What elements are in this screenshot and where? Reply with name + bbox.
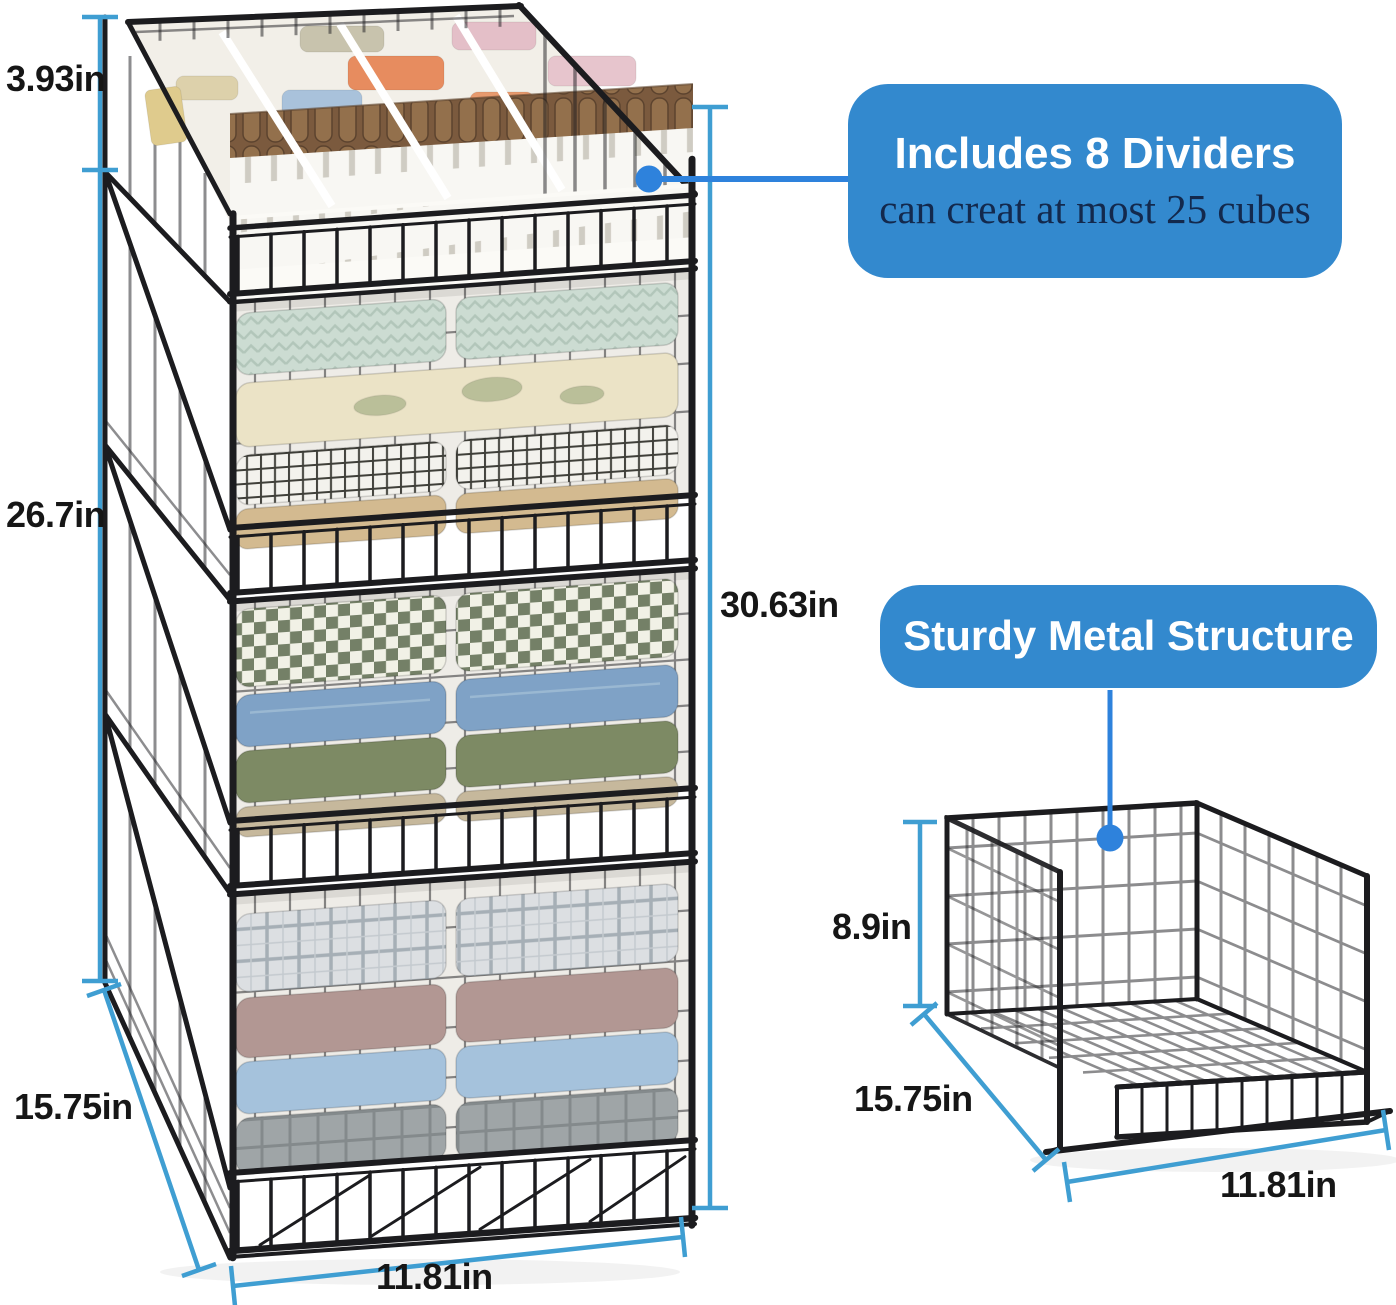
stack-top-basket-height-label: 3.93in	[6, 58, 106, 99]
single-right-wall	[1194, 800, 1370, 1075]
divider-rolls-band	[230, 84, 693, 162]
divider-basket-items	[144, 21, 637, 146]
basket3-front	[227, 563, 698, 897]
metal-callout-title: Sturdy Metal Structure	[903, 612, 1354, 660]
single-left-wall	[944, 814, 1063, 1071]
single-depth-label: 15.75in	[854, 1078, 973, 1119]
stack-side-faces	[102, 14, 233, 1261]
basket1-front	[227, 155, 698, 304]
basket2-side	[102, 169, 233, 603]
measure-width-bottom	[232, 1234, 684, 1289]
stack-total-height-label: 30.63in	[720, 584, 839, 625]
basket3-side	[102, 442, 233, 896]
measure-single-depth	[922, 1012, 1048, 1162]
measure-single-width	[1066, 1127, 1387, 1185]
measure-single	[903, 819, 1392, 1203]
dividers-callout: Includes 8 Dividers can creat at most 25…	[848, 84, 1342, 278]
stack-width-label: 11.81in	[376, 1256, 493, 1297]
basket4-clothes	[235, 883, 679, 1175]
basket3-clothes	[235, 578, 679, 838]
measure-depth-diagonal	[101, 989, 202, 1271]
dividers-callout-subtitle: can creat at most 25 cubes	[879, 185, 1311, 232]
dividers-leader-dot	[635, 165, 663, 193]
measure-stack	[82, 14, 728, 1305]
stack-depth-label: 15.75in	[14, 1086, 133, 1127]
single-basket	[944, 800, 1393, 1155]
metal-callout: Sturdy Metal Structure	[880, 585, 1377, 688]
single-width-label: 11.81in	[1220, 1164, 1337, 1205]
dividers-callout-title: Includes 8 Dividers	[894, 129, 1296, 179]
basket4-side	[102, 711, 233, 1261]
callout-leaders	[635, 165, 1124, 852]
divider-basket-top	[125, 2, 698, 226]
stack-stacked-height-label: 26.7in	[6, 494, 106, 535]
basket2-front	[227, 263, 698, 604]
basket2-clothes	[235, 282, 679, 550]
single-front-band	[1043, 1069, 1393, 1155]
single-back-wall	[944, 800, 1200, 1017]
metal-leader-dot	[1096, 824, 1124, 852]
basket1-side	[102, 14, 233, 305]
basket4-front	[226, 856, 699, 1262]
single-height-label: 8.9in	[832, 906, 912, 947]
